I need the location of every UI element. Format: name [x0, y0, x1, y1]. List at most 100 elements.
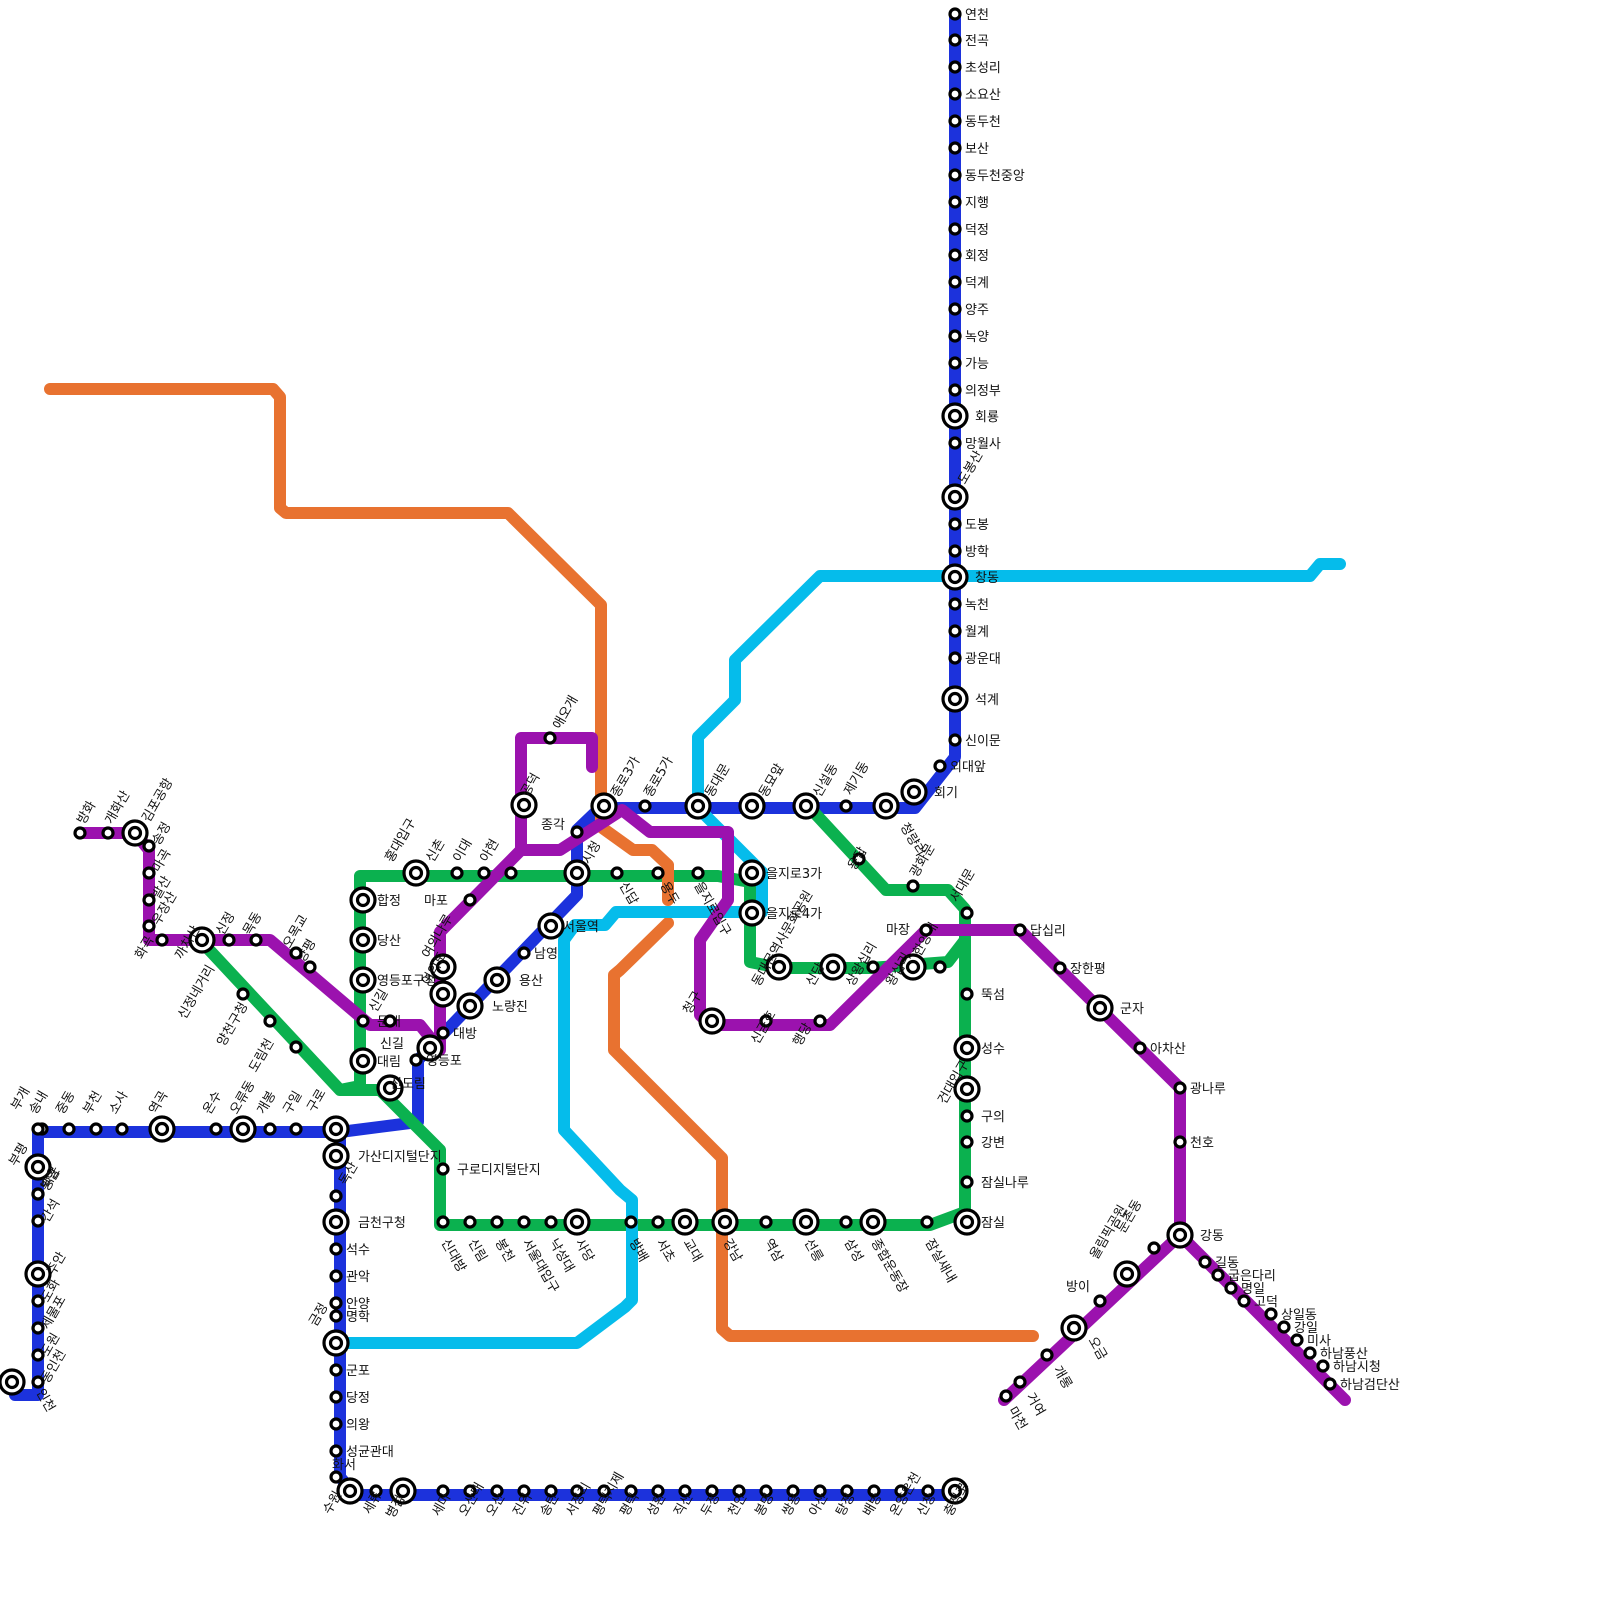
station-label: 신길 — [380, 1037, 404, 1052]
transfer-marker-inner — [747, 801, 758, 812]
station-marker — [64, 1124, 74, 1134]
station-dongducheonjungang[interactable]: 동두천중앙 — [950, 169, 1025, 184]
station-label: 동두천 — [965, 115, 1001, 130]
station-label: 도림천 — [246, 1036, 277, 1075]
station-label: 석수 — [346, 1243, 370, 1258]
station-bangi[interactable]: 방이 — [1066, 1280, 1105, 1306]
station-ogeum[interactable]: 오금 — [1062, 1316, 1110, 1363]
station-label: 온수 — [200, 1089, 225, 1117]
station-dorimcheon[interactable]: 도림천 — [246, 1036, 301, 1075]
station-jonggak[interactable]: 종각 — [541, 818, 582, 837]
station-label: 동대문 — [702, 761, 733, 800]
station-noryangjin[interactable]: 노량진 — [458, 994, 528, 1018]
station-songjeong[interactable]: 송정 — [144, 820, 174, 851]
station-gasan[interactable]: 가산디지털단지 — [324, 1144, 442, 1168]
station-label: 신정 — [213, 910, 238, 938]
station-label: 송정 — [149, 820, 174, 848]
station-label: 마천 — [1005, 1405, 1030, 1433]
transfer-marker-inner — [909, 787, 920, 798]
transfer-marker-inner — [331, 1338, 342, 1349]
station-marker — [950, 224, 960, 234]
station-marker — [1175, 1083, 1185, 1093]
station-label: 신촌 — [423, 837, 448, 865]
station-label: 사당 — [572, 1237, 597, 1265]
transfer-marker-inner — [358, 1056, 369, 1067]
station-marker — [653, 868, 663, 878]
station-hanamcityhall[interactable]: 하남시청 — [1318, 1360, 1381, 1375]
station-label: 아차산 — [1150, 1042, 1186, 1057]
station-gurodigital[interactable]: 구로디지털단지 — [438, 1163, 541, 1178]
station-label: 의왕 — [346, 1418, 370, 1433]
station-jamsilnaru[interactable]: 잠실나루 — [962, 1176, 1029, 1191]
station-wangsimni[interactable]: 왕십리 — [883, 950, 925, 989]
station-yeokgok[interactable]: 역곡 — [146, 1089, 174, 1141]
station-label: 신도림 — [390, 1077, 426, 1092]
route-line3 — [50, 389, 1033, 1336]
station-marker — [1042, 1350, 1052, 1360]
station-seongsu[interactable]: 성수 — [955, 1036, 1005, 1060]
station-label: 가능 — [965, 357, 989, 372]
station-marker — [950, 546, 960, 556]
station-konkuk[interactable]: 건대입구 — [935, 1058, 979, 1107]
station-label: 시청 — [579, 839, 604, 867]
station-label: 남영 — [534, 947, 558, 962]
station-majang[interactable]: 마장 — [886, 923, 931, 938]
station-label: 마포 — [424, 894, 448, 909]
station-label: 양천구청 — [214, 1000, 251, 1049]
transfer-marker-inner — [331, 1151, 342, 1162]
transfer-marker-inner — [438, 989, 449, 1000]
station-seoulstation[interactable]: 서울역 — [539, 914, 599, 938]
route-line5 — [80, 738, 1345, 1400]
station-geumcheon[interactable]: 금천구청 — [324, 1210, 406, 1234]
transfer-marker-inner — [950, 572, 961, 583]
station-marker — [117, 1124, 127, 1134]
transfer-marker-inner — [1095, 1003, 1106, 1014]
station-label: 신림 — [465, 1237, 490, 1265]
station-chungjeongno[interactable]: 충정로 — [941, 1479, 972, 1519]
station-sindang[interactable]: 신당 — [803, 955, 845, 989]
station-marker — [211, 1124, 221, 1134]
station-seodaemun[interactable]: 서대문 — [947, 866, 978, 918]
station-marker — [935, 962, 945, 972]
transfer-marker-inner — [881, 801, 892, 812]
transfer-marker-inner — [331, 1124, 342, 1135]
station-hapjeong[interactable]: 합정 — [351, 888, 401, 912]
transfer-marker-inner — [7, 1377, 18, 1388]
station-seokgye[interactable]: 석계 — [943, 687, 999, 711]
station-marker — [908, 881, 918, 891]
transfer-marker-inner — [962, 1217, 973, 1228]
station-label: 망월사 — [965, 437, 1001, 452]
station-marker — [1226, 1283, 1236, 1293]
station-label: 명학 — [346, 1310, 370, 1325]
station-yongsan[interactable]: 용산 — [485, 968, 543, 992]
station-marker — [950, 277, 960, 287]
station-marker — [950, 116, 960, 126]
station-hoeryong[interactable]: 회룡 — [943, 404, 999, 428]
station-label: 도봉 — [965, 518, 989, 533]
route-line1 — [15, 14, 955, 1495]
station-dangsan[interactable]: 당산 — [351, 928, 401, 952]
station-marker — [950, 304, 960, 314]
station-marker — [950, 653, 960, 663]
station-suwon[interactable]: 수원 — [320, 1479, 362, 1517]
station-seolleung[interactable]: 선릉 — [794, 1210, 826, 1265]
station-daerim[interactable]: 대림 — [351, 1049, 401, 1073]
station-marker — [438, 1164, 448, 1174]
station-label: 대방 — [453, 1027, 477, 1042]
station-euljiro3ga[interactable]: 을지로3가 — [740, 861, 822, 885]
station-label: 의정부 — [965, 384, 1001, 399]
station-namyeong[interactable]: 남영 — [519, 947, 558, 962]
station-jamsil[interactable]: 잠실 — [955, 1210, 1005, 1234]
station-label: 회룡 — [975, 410, 999, 425]
station-label: 이대 — [450, 837, 475, 865]
transfer-marker-inner — [572, 868, 583, 879]
station-label: 동두천중앙 — [965, 169, 1025, 184]
station-label: 금정 — [306, 1301, 331, 1329]
station-label: 오금 — [1085, 1335, 1110, 1363]
station-marker — [545, 733, 555, 743]
transfer-marker-inner — [331, 1217, 342, 1228]
station-label: 개롱 — [1050, 1364, 1075, 1392]
station-hwagok[interactable]: 화곡 — [132, 934, 167, 962]
station-marker — [761, 1217, 771, 1227]
station-marker — [1095, 1296, 1105, 1306]
